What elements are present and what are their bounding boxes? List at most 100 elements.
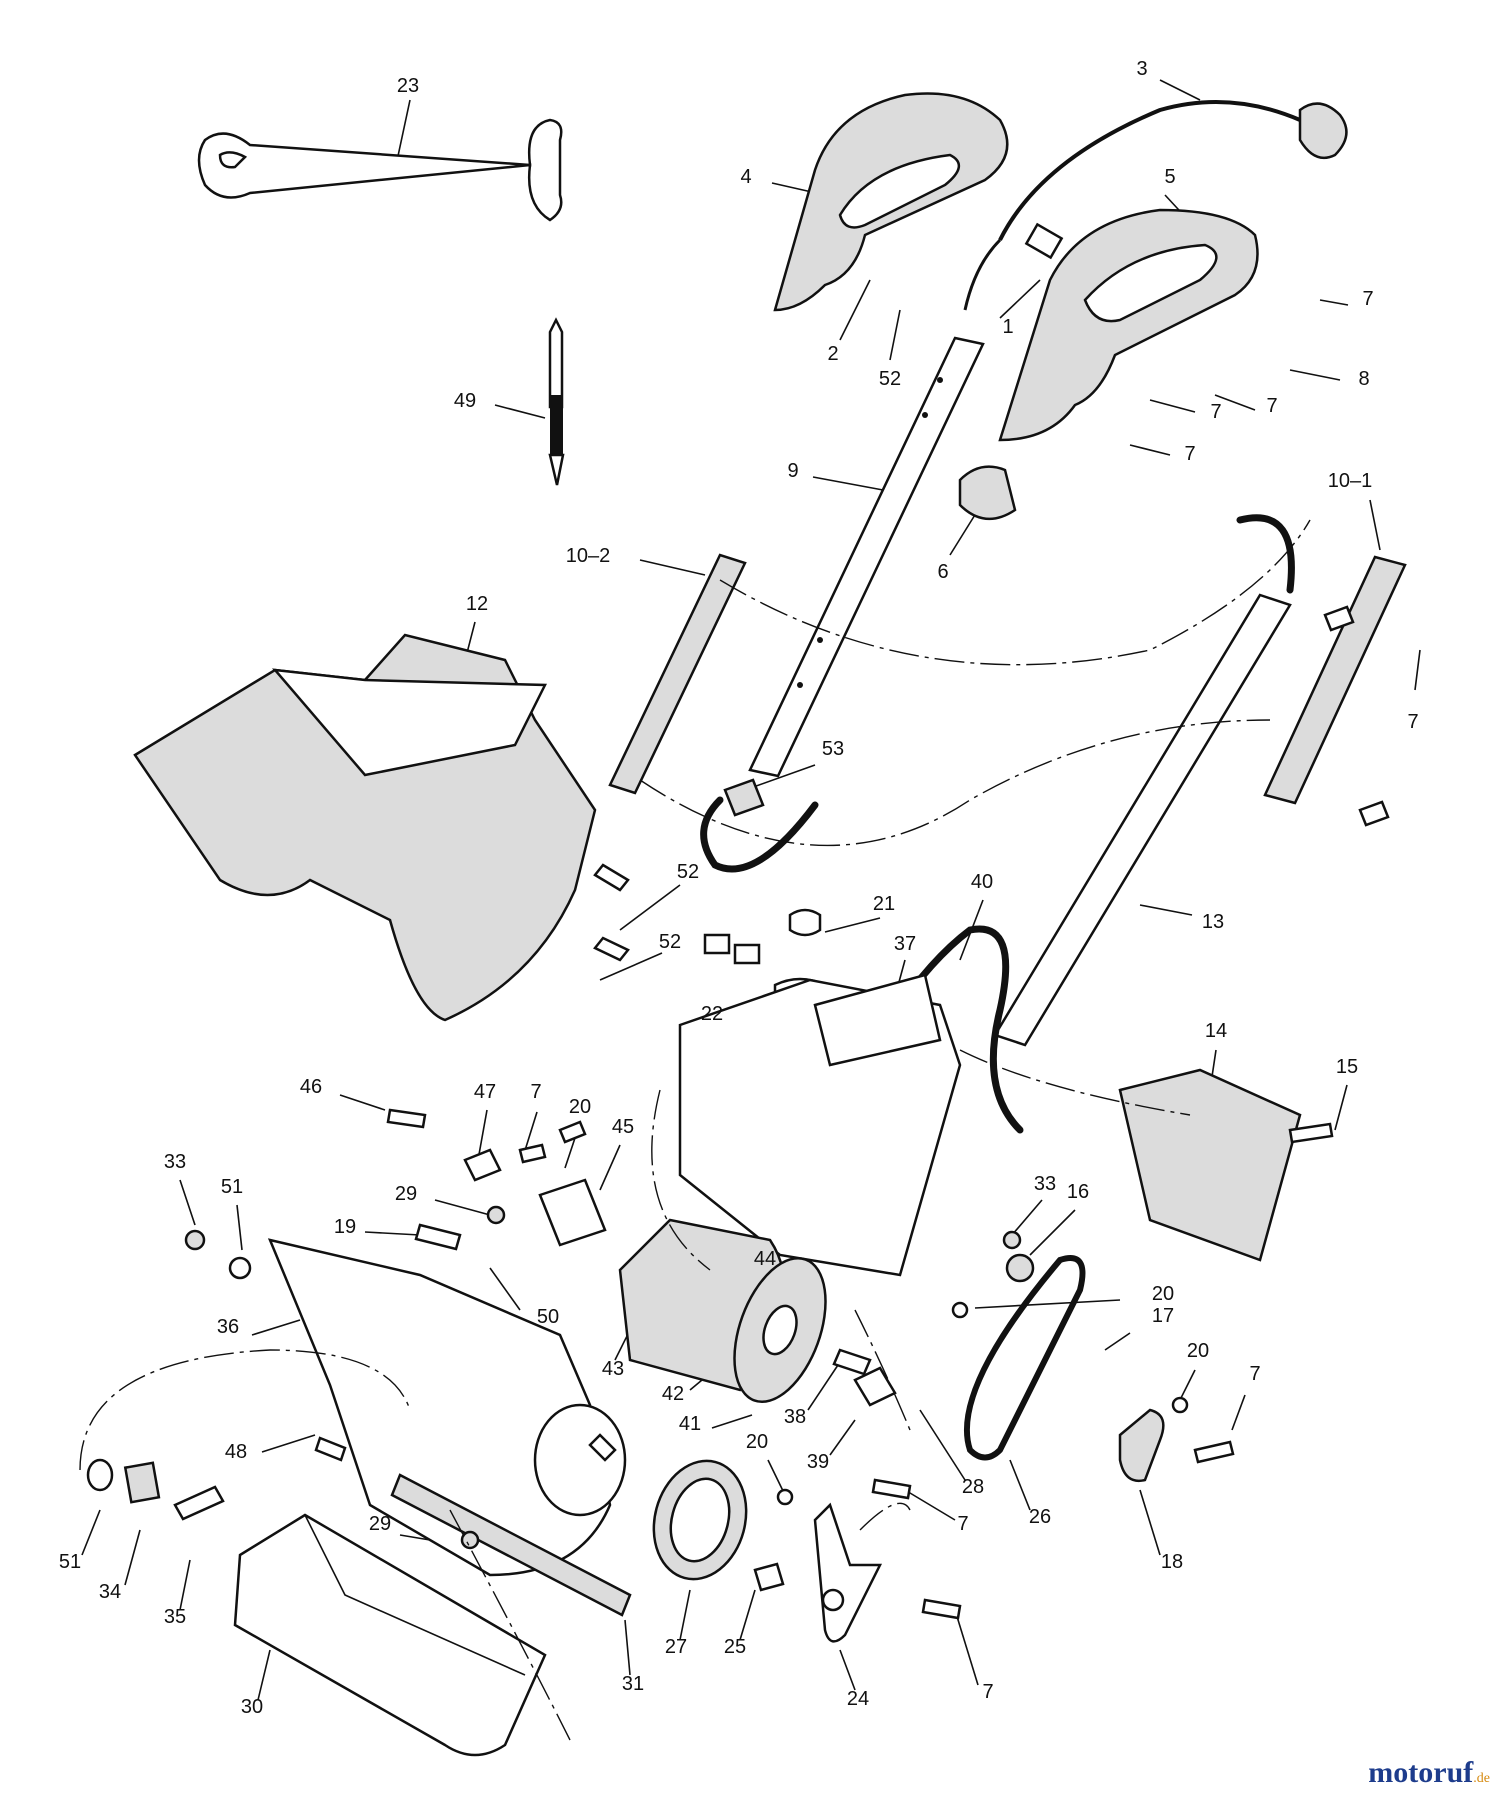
- part-label-l-8: 8: [1358, 368, 1369, 390]
- part-label-l-52c: 52: [659, 931, 681, 953]
- part-label-l-20b: 20: [1152, 1283, 1174, 1305]
- part-label-l-26: 26: [1029, 1506, 1051, 1528]
- part-label-l-7a: 7: [1362, 288, 1373, 310]
- part-label-l-22: 22: [701, 1003, 723, 1025]
- leader-line-l-36: [251, 1319, 301, 1336]
- leader-line-l-24: [839, 1649, 856, 1691]
- leader-line-l-51b: [81, 1509, 101, 1556]
- part-label-l-7c: 7: [1210, 401, 1221, 423]
- watermark: motoruf.de: [1368, 1756, 1490, 1790]
- part-label-l-43: 43: [602, 1358, 624, 1380]
- leader-line-l-33a: [179, 1179, 196, 1226]
- part-label-l-2: 2: [827, 343, 838, 365]
- part-label-l-18: 18: [1161, 1551, 1183, 1573]
- part-label-l-7g: 7: [1249, 1363, 1260, 1385]
- leader-line-l-16: [1029, 1209, 1076, 1256]
- leader-line-l-10-1: [1369, 499, 1381, 551]
- belt-cover: [1118, 1068, 1302, 1262]
- leader-line-l-20c: [1179, 1369, 1196, 1401]
- part-label-l-33b: 33: [1034, 1173, 1056, 1195]
- leader-line-l-52a: [889, 309, 901, 361]
- part-label-l-34: 34: [99, 1581, 121, 1603]
- leader-line-l-31: [624, 1619, 631, 1676]
- part-label-l-52b: 52: [677, 861, 699, 883]
- part-label-l-29b: 29: [369, 1513, 391, 1535]
- part-label-l-31: 31: [622, 1673, 644, 1695]
- auger-housing: [267, 1238, 627, 1577]
- grip-cap: [958, 465, 1017, 521]
- pulley: [652, 1459, 748, 1581]
- leader-line-l-51a: [236, 1204, 243, 1251]
- part-label-l-30: 30: [241, 1696, 263, 1718]
- leader-line-l-45: [599, 1144, 621, 1191]
- part-label-l-27: 27: [665, 1636, 687, 1658]
- discharge-chute: [133, 633, 597, 1022]
- leader-lines: [81, 79, 1421, 1701]
- leader-line-l-26: [1009, 1459, 1031, 1511]
- part-label-l-10-2: 10–2: [566, 545, 611, 567]
- part-label-l-23: 23: [397, 75, 419, 97]
- leader-line-l-52b: [619, 884, 681, 931]
- auger-rotor: [233, 1513, 547, 1757]
- part-label-l-9: 9: [787, 460, 798, 482]
- motor-housing: [678, 973, 962, 1277]
- part-label-l-36: 36: [217, 1316, 239, 1338]
- part-label-l-33a: 33: [164, 1151, 186, 1173]
- fastener-set: [86, 1458, 225, 1521]
- part-label-l-48: 48: [225, 1441, 247, 1463]
- leader-line-l-7i: [954, 1609, 979, 1686]
- part-label-l-19: 19: [334, 1216, 356, 1238]
- part-label-l-21: 21: [873, 893, 895, 915]
- tension-arm: [1118, 1408, 1165, 1483]
- t-handle-tool: [197, 118, 563, 222]
- part-label-l-51b: 51: [59, 1551, 81, 1573]
- part-label-l-25: 25: [724, 1636, 746, 1658]
- leader-line-l-52c: [599, 952, 663, 981]
- part-label-l-7i: 7: [982, 1681, 993, 1703]
- part-label-l-46: 46: [300, 1076, 322, 1098]
- part-label-l-16: 16: [1067, 1181, 1089, 1203]
- bracket: [813, 1502, 883, 1643]
- pin: [548, 317, 565, 486]
- side-rail-right: [1263, 555, 1407, 805]
- leader-line-l-20d: [767, 1459, 786, 1496]
- part-label-l-3: 3: [1136, 58, 1147, 80]
- leader-line-l-29a: [434, 1199, 491, 1216]
- leader-line-l-41: [711, 1414, 753, 1429]
- part-label-l-7f: 7: [530, 1081, 541, 1103]
- leader-line-l-6: [949, 509, 979, 556]
- leader-line-l-28: [919, 1409, 966, 1481]
- scraper-bar: [390, 1473, 632, 1617]
- handle-half-left: [773, 92, 1009, 312]
- part-label-l-42: 42: [662, 1383, 684, 1405]
- part-label-l-29a: 29: [395, 1183, 417, 1205]
- part-label-l-7b: 7: [1266, 395, 1277, 417]
- upper-tube: [748, 336, 985, 778]
- power-cord: [963, 100, 1348, 311]
- leader-line-l-49: [494, 404, 546, 419]
- leader-line-l-9: [812, 476, 884, 491]
- leader-line-l-48: [261, 1434, 316, 1453]
- leader-line-l-2: [839, 279, 871, 341]
- part-label-l-15: 15: [1336, 1056, 1358, 1078]
- handle-half-right: [998, 208, 1259, 442]
- leader-line-l-20b: [974, 1299, 1121, 1309]
- part-label-l-20c: 20: [1187, 1340, 1209, 1362]
- leader-line-l-46: [339, 1094, 386, 1111]
- part-label-l-20a: 20: [569, 1096, 591, 1118]
- watermark-suffix: .de: [1473, 1771, 1490, 1786]
- part-label-l-50: 50: [537, 1306, 559, 1328]
- leader-line-l-10-2: [639, 559, 706, 576]
- part-label-l-53: 53: [822, 738, 844, 760]
- leader-line-l-1: [999, 279, 1041, 319]
- leader-line-l-8: [1289, 369, 1341, 381]
- leader-line-l-39: [829, 1419, 856, 1456]
- leader-line-l-38: [807, 1364, 839, 1411]
- side-rail-left: [608, 553, 747, 795]
- part-label-l-7h: 7: [957, 1513, 968, 1535]
- part-label-l-7e: 7: [1407, 711, 1418, 733]
- leader-line-l-25: [739, 1589, 756, 1641]
- part-label-l-39: 39: [807, 1451, 829, 1473]
- leader-line-l-7h: [904, 1489, 956, 1521]
